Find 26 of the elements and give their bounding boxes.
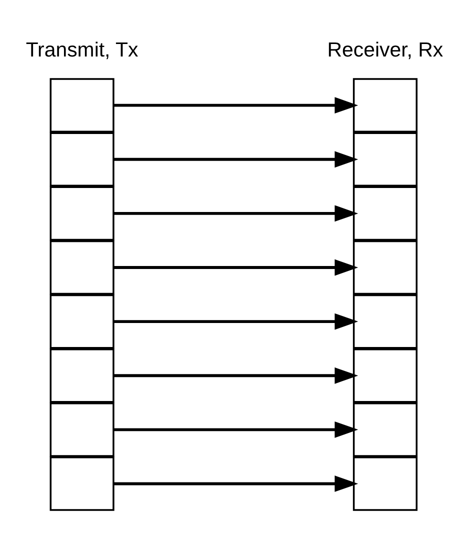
arrow (113, 259, 358, 276)
node-box (49, 132, 114, 187)
node-box (49, 186, 114, 241)
node-box (352, 240, 417, 295)
node-box (49, 456, 114, 511)
label: Transmit, Tx (25, 38, 138, 62)
arrow (113, 205, 358, 222)
arrow (113, 421, 358, 438)
node-box (352, 402, 417, 457)
node-box (352, 78, 417, 132)
node-box (352, 348, 417, 403)
arrow (113, 367, 358, 384)
node-box (49, 294, 114, 349)
node-box (352, 186, 417, 241)
node-box (49, 78, 114, 132)
arrow (113, 151, 358, 168)
node-box (352, 294, 417, 349)
node-box (49, 240, 114, 295)
arrow (113, 476, 358, 492)
arrow (113, 313, 358, 330)
arrow (113, 97, 358, 114)
node-box (352, 456, 417, 511)
node-box (49, 348, 114, 403)
node-box (49, 402, 114, 457)
label: Receiver, Rx (326, 38, 443, 62)
node-box (352, 132, 417, 187)
